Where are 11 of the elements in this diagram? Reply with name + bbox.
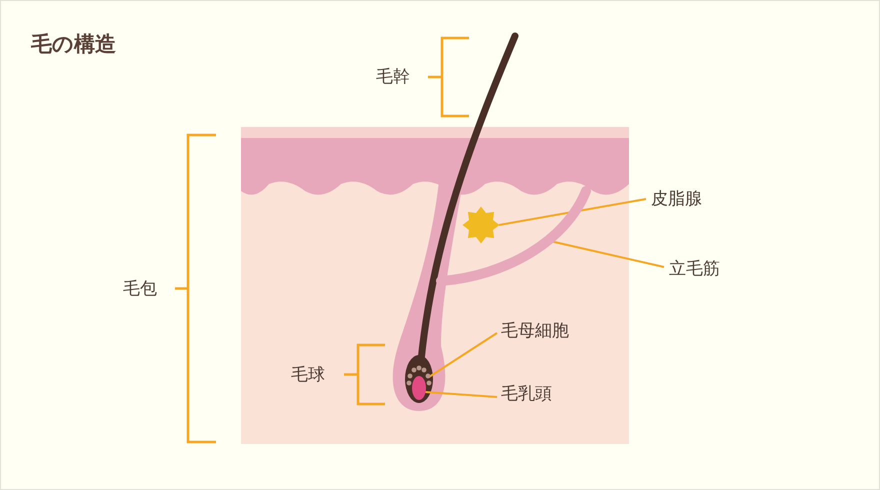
callout-label: 皮脂腺 xyxy=(651,189,702,209)
part-label: 毛球 xyxy=(291,364,325,384)
callout-label: 立毛筋 xyxy=(669,259,720,279)
leader-line xyxy=(428,332,498,378)
part-label: 毛幹 xyxy=(376,67,410,87)
title: 毛の構造 xyxy=(31,34,116,54)
part-label: 毛包 xyxy=(123,278,157,298)
leader-line xyxy=(424,391,498,398)
leader-line xyxy=(498,198,646,226)
callout-label: 毛乳頭 xyxy=(501,384,552,404)
callout-label: 毛母細胞 xyxy=(501,321,569,341)
